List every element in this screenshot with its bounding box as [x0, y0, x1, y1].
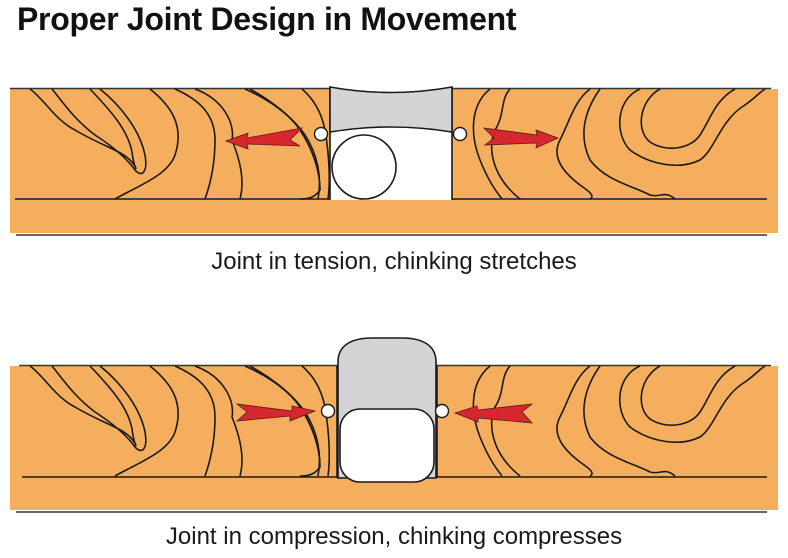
- compression-caption: Joint in compression, chinking compresse…: [165, 523, 623, 550]
- bond-breaker-left-icon: [320, 403, 336, 419]
- arrow-inward-left-icon: [235, 403, 317, 422]
- backer-rod-icon: [339, 408, 435, 483]
- tension-panel: [10, 86, 778, 236]
- bond-breaker-left-icon: [313, 126, 329, 142]
- bond-breaker-right-icon: [452, 126, 468, 142]
- tension-caption: Joint in tension, chinking stretches: [211, 248, 577, 275]
- page-title: Proper Joint Design in Movement: [17, 1, 517, 37]
- arrow-inward-right-icon: [453, 403, 534, 424]
- chinking-sealant: [329, 86, 453, 133]
- backer-rod-icon: [331, 134, 397, 200]
- arrow-left-icon: [224, 127, 304, 150]
- arrow-right-icon: [482, 127, 560, 149]
- bond-breaker-right-icon: [434, 403, 450, 419]
